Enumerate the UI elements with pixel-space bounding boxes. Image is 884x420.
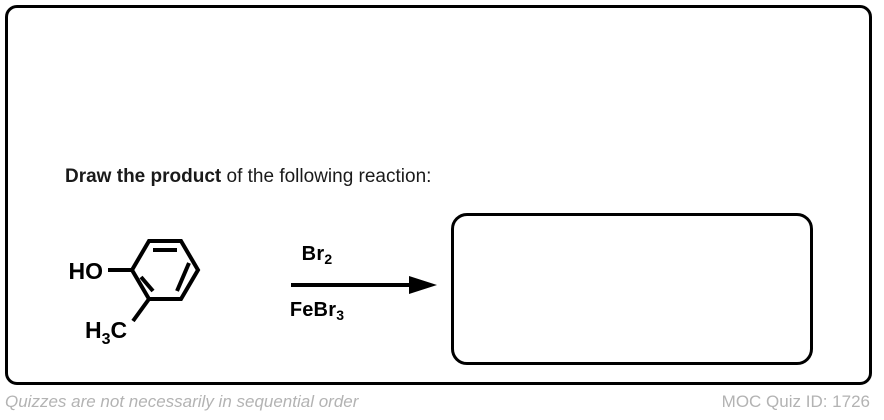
methyl-bond <box>131 297 151 323</box>
reagent-below-arrow-subscript: 3 <box>336 307 345 323</box>
ring-double-bond-right <box>175 262 191 292</box>
methyl-label-sub: 3 <box>102 331 111 348</box>
reagent-arrow-block: Br2 FeBr3 <box>243 235 437 345</box>
reaction-arrow-icon <box>291 276 437 294</box>
reagent-above-arrow-subscript: 2 <box>324 251 333 267</box>
answer-drawing-box[interactable] <box>451 213 813 365</box>
ring-double-bond-lower-left <box>139 275 155 293</box>
hydroxyl-label: HO <box>69 258 104 284</box>
methyl-label: H3C <box>85 317 127 348</box>
quiz-id-label: MOC Quiz ID: 1726 <box>721 392 870 411</box>
quiz-card: Draw the product of the following reacti… <box>5 5 872 385</box>
reagent-below-arrow-text: FeBr <box>289 299 337 321</box>
footer: Quizzes are not necessarily in sequentia… <box>5 389 872 415</box>
question-prompt: Draw the product of the following reacti… <box>65 165 431 189</box>
reagent-above-arrow: Br2 <box>243 243 391 267</box>
arrow-head <box>409 276 437 294</box>
methyl-label-c: C <box>111 317 128 343</box>
footer-note: Quizzes are not necessarily in sequentia… <box>5 392 359 411</box>
reaction-scheme: HO H3C Br2 FeBr3 <box>53 213 437 368</box>
methyl-label-h: H <box>85 317 102 343</box>
ortho-cresol-skeletal-drawing: HO H3C <box>69 239 201 348</box>
prompt-bold-text: Draw the product <box>65 166 222 187</box>
reagent-below-arrow: FeBr3 <box>243 299 391 323</box>
prompt-rest-text: of the following reaction: <box>221 166 432 187</box>
reagent-above-arrow-text: Br <box>301 243 325 265</box>
starting-material-structure: HO H3C <box>53 213 253 368</box>
